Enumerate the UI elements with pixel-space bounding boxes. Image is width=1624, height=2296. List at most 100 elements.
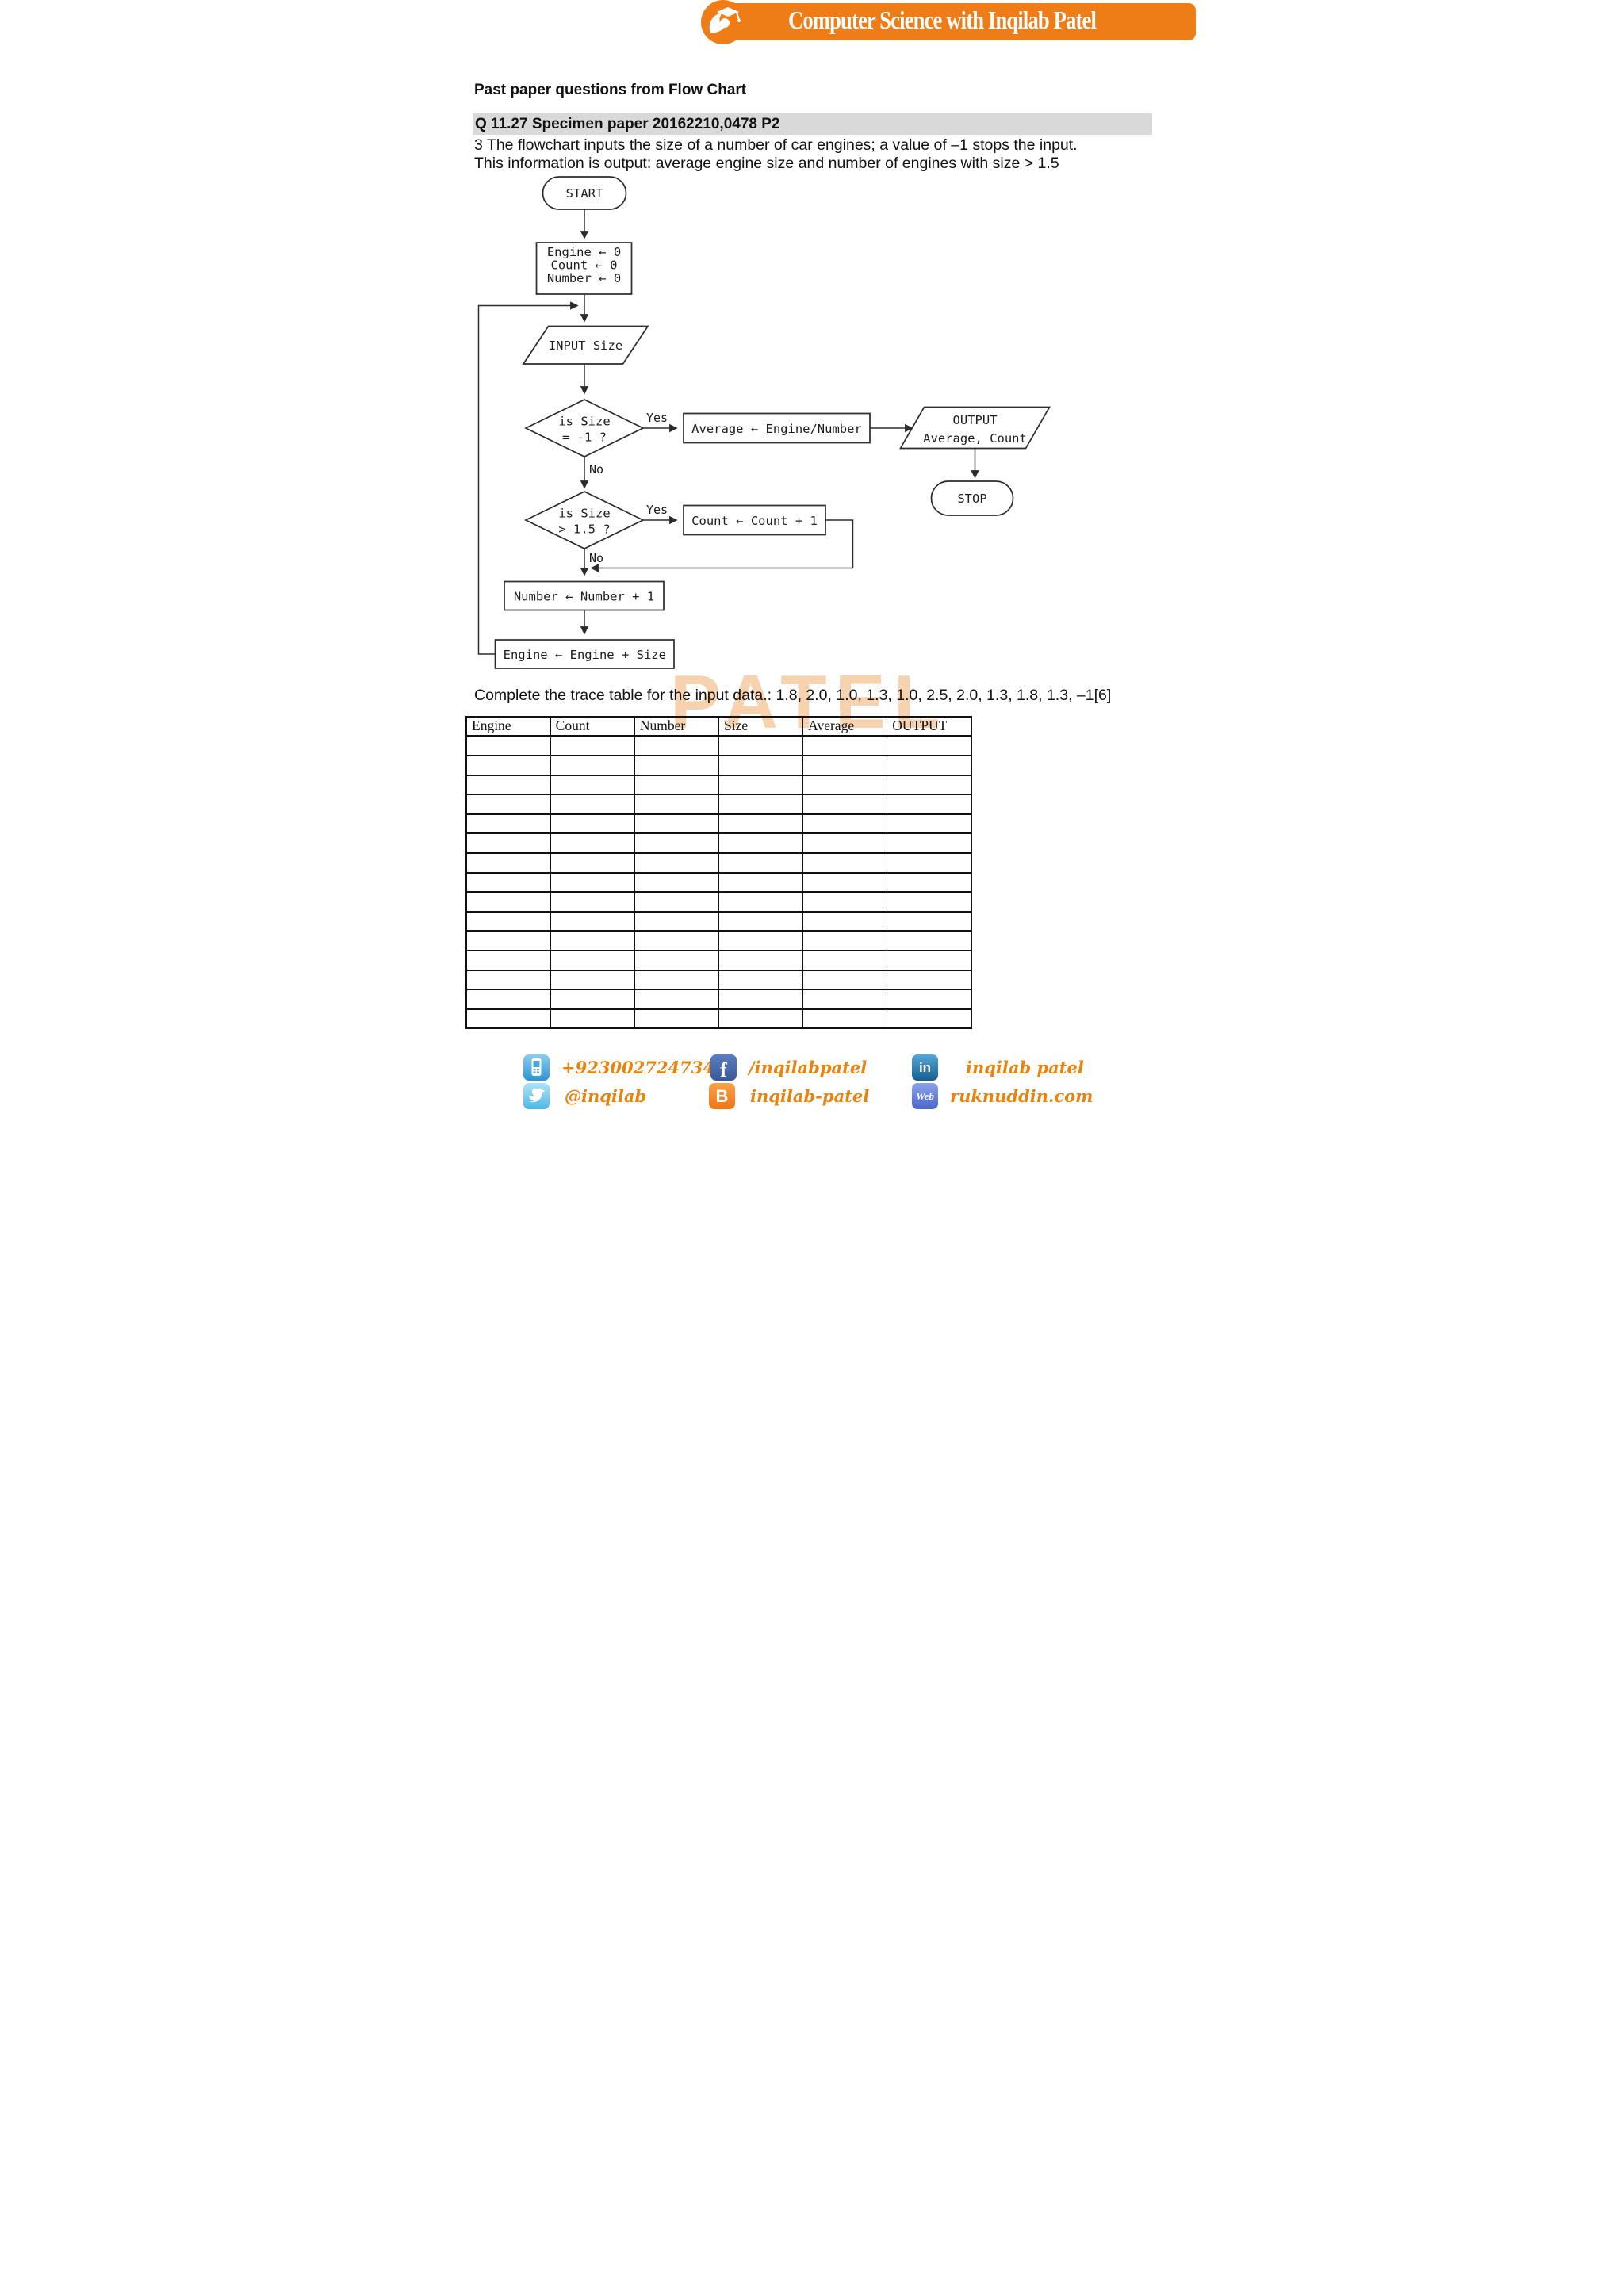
trace-empty-cell — [465, 755, 551, 776]
engine-label: Engine ← Engine + Size — [504, 648, 666, 662]
trace-empty-cell — [802, 794, 888, 815]
twitter-icon — [523, 1083, 550, 1109]
trace-empty-cell — [887, 755, 972, 776]
trace-empty-row — [465, 950, 972, 971]
trace-empty-cell — [802, 774, 888, 796]
footer-linkedin-label[interactable]: inqilab patel — [966, 1058, 1084, 1077]
input-parallelogram — [522, 325, 649, 365]
trace-empty-cell — [550, 871, 635, 894]
trace-empty-row — [465, 852, 972, 874]
init-line2: Count ← 0 — [551, 258, 618, 273]
footer-facebook-label[interactable]: /inqilabpatel — [749, 1058, 868, 1077]
footer-web-label[interactable]: ruknuddin.com — [950, 1086, 1094, 1106]
trace-empty-cell — [634, 891, 719, 913]
trace-empty-cell — [718, 891, 804, 913]
trace-empty-row — [465, 794, 972, 815]
trace-empty-cell — [634, 969, 719, 991]
phone-icon — [523, 1054, 550, 1081]
trace-empty-cell — [887, 930, 972, 952]
trace-empty-cell — [634, 910, 719, 932]
trace-empty-cell — [465, 852, 551, 874]
trace-empty-cell — [634, 989, 719, 1010]
trace-empty-cell — [802, 813, 888, 835]
trace-empty-cell — [718, 774, 804, 796]
brand-title: Computer Science with Inqilab Patel — [788, 6, 1097, 34]
trace-empty-cell — [887, 813, 972, 835]
stop-terminator — [930, 480, 1014, 516]
trace-empty-cell — [634, 735, 719, 757]
trace-empty-cell — [718, 755, 804, 776]
decision1-line1: is Size — [558, 415, 610, 429]
document-page: Computer Science with Inqilab Patel Past… — [406, 0, 1218, 1148]
trace-empty-cell — [802, 755, 888, 776]
trace-empty-row — [465, 813, 972, 835]
trace-empty-cell — [550, 891, 635, 913]
trace-empty-cell — [802, 1008, 888, 1030]
question-heading-highlight: Q 11.27 Specimen paper 20162210,0478 P2 — [473, 113, 1152, 135]
input-label: INPUT Size — [549, 339, 622, 353]
trace-empty-cell — [550, 832, 635, 855]
web-icon: Web — [912, 1083, 938, 1109]
trace-empty-cell — [634, 794, 719, 815]
trace-empty-row — [465, 989, 972, 1010]
trace-empty-cell — [802, 989, 888, 1010]
trace-empty-cell — [634, 852, 719, 874]
question-text-line2: This information is output: average engi… — [474, 155, 1059, 172]
trace-empty-cell — [550, 813, 635, 835]
no-label-1: No — [589, 462, 603, 476]
trace-empty-cell — [802, 930, 888, 952]
trace-table-body — [465, 735, 972, 1030]
trace-empty-cell — [802, 852, 888, 874]
init-process-box — [535, 242, 633, 295]
trace-empty-row — [465, 891, 972, 913]
col-header-average: Average — [802, 716, 888, 737]
count-process-box — [683, 504, 826, 536]
trace-empty-cell — [465, 735, 551, 757]
trace-empty-cell — [887, 891, 972, 913]
trace-empty-cell — [802, 871, 888, 894]
trace-empty-cell — [550, 755, 635, 776]
trace-empty-cell — [718, 832, 804, 855]
trace-empty-cell — [887, 735, 972, 757]
trace-empty-cell — [887, 774, 972, 796]
trace-table: Engine Count Number Size Average OUTPUT — [465, 716, 972, 1030]
no-label-2: No — [589, 551, 603, 565]
trace-empty-cell — [465, 794, 551, 815]
trace-empty-row — [465, 930, 972, 952]
col-header-count: Count — [550, 716, 635, 737]
trace-empty-cell — [465, 930, 551, 952]
trace-empty-cell — [550, 930, 635, 952]
trace-empty-cell — [718, 989, 804, 1010]
trace-empty-cell — [887, 794, 972, 815]
output-line1: OUTPUT — [953, 413, 998, 427]
col-header-size: Size — [718, 716, 804, 737]
trace-empty-cell — [550, 989, 635, 1010]
trace-empty-cell — [887, 1008, 972, 1030]
brand-logo-icon — [701, 0, 745, 44]
footer-blogger-label[interactable]: inqilab-patel — [750, 1086, 870, 1106]
trace-empty-cell — [465, 813, 551, 835]
trace-empty-cell — [634, 930, 719, 952]
count-return-line — [590, 519, 854, 572]
footer-twitter-label[interactable]: @inqilab — [565, 1086, 647, 1106]
trace-empty-cell — [802, 910, 888, 932]
init-line3: Number ← 0 — [547, 271, 621, 285]
engine-process-box — [494, 639, 675, 669]
col-header-number: Number — [634, 716, 719, 737]
trace-empty-cell — [887, 950, 972, 971]
trace-empty-cell — [634, 832, 719, 855]
trace-empty-cell — [634, 755, 719, 776]
trace-empty-cell — [465, 1008, 551, 1030]
footer-phone-label[interactable]: +923002724734 — [561, 1058, 714, 1077]
trace-empty-cell — [718, 871, 804, 894]
trace-empty-cell — [465, 832, 551, 855]
trace-empty-cell — [887, 852, 972, 874]
trace-empty-cell — [802, 832, 888, 855]
output-line2: Average, Count — [923, 431, 1027, 446]
trace-instruction: Complete the trace table for the input d… — [474, 687, 1112, 704]
trace-empty-cell — [465, 989, 551, 1010]
flowchart: START Engine ← 0 Count ← 0 Number ← 0 IN… — [477, 176, 1051, 669]
number-label: Number ← Number + 1 — [514, 590, 654, 604]
trace-empty-cell — [550, 735, 635, 757]
trace-empty-cell — [465, 969, 551, 991]
